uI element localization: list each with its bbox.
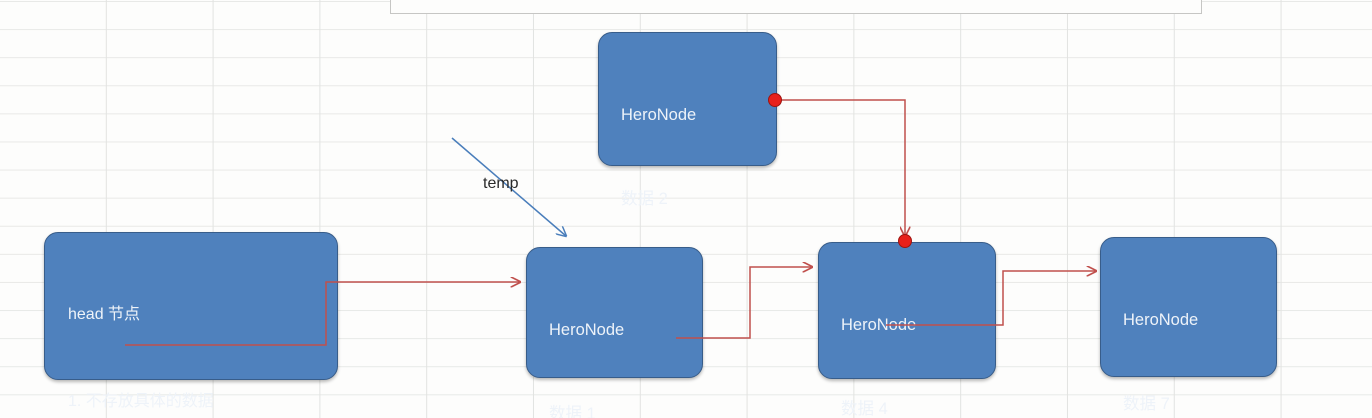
node-hero-1-type: HeroNode <box>549 321 625 339</box>
node-head[interactable]: head 节点 1. 不存放具体的数据 2. 作用就是表示单链表头 next <box>44 232 338 410</box>
node-hero-1[interactable]: HeroNode 数据 1 next <box>526 247 703 418</box>
node-hero-7-data: 数据 7 <box>1123 395 1170 413</box>
node-hero-4[interactable]: HeroNode 数据 4 next <box>818 242 996 418</box>
node-hero-2[interactable]: HeroNode 数据 2 next <box>598 32 777 292</box>
node-hero-2-data: 数据 2 <box>621 190 668 208</box>
node-head-line-1: head 节点 <box>68 306 141 323</box>
link-node2-to-node4 <box>778 99 905 236</box>
node-hero-7[interactable]: HeroNode 数据 7 next [null] <box>1100 237 1277 413</box>
temp-label: temp <box>483 175 519 192</box>
node-hero-4-data: 数据 4 <box>841 400 888 418</box>
top-frame-rectangle <box>390 0 1202 14</box>
node-hero-7-type: HeroNode <box>1123 311 1199 329</box>
node-hero-4-type: HeroNode <box>841 316 917 334</box>
node-head-line-2: 1. 不存放具体的数据 <box>68 393 214 410</box>
node-hero-1-data: 数据 1 <box>549 405 596 418</box>
node-hero-2-type: HeroNode <box>621 106 697 124</box>
